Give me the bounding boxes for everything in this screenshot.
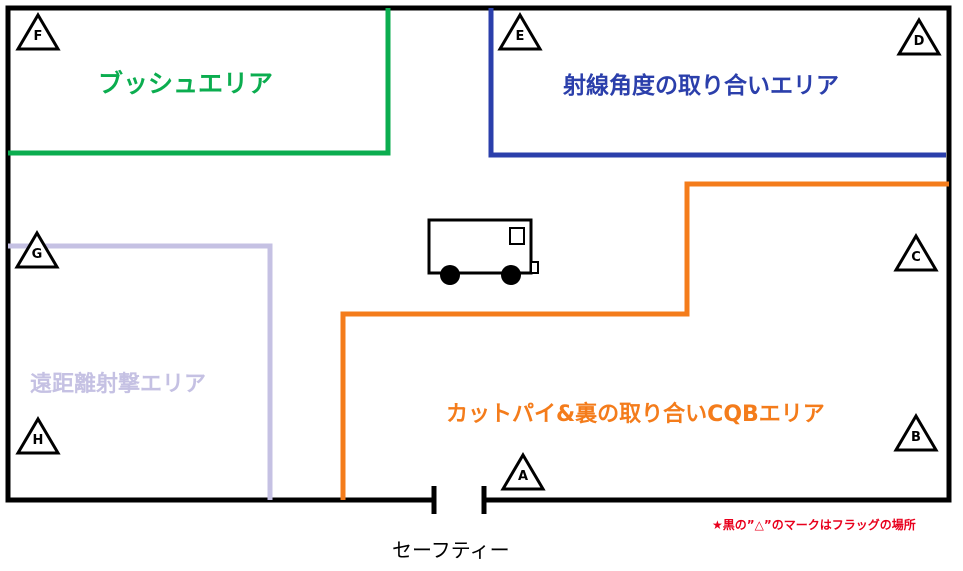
vehicle-icon (427, 218, 539, 285)
flag-a-icon: A (500, 452, 546, 492)
sniper-area-boundary (8, 243, 273, 500)
flag-f-label: F (33, 29, 43, 44)
flag-c-icon: C (893, 233, 939, 273)
angle-area-label: 射線角度の取り合いエリア (563, 73, 839, 99)
flag-b-label: B (911, 430, 921, 445)
bush-area-label: ブッシュエリア (98, 69, 274, 98)
angle-area-boundary (488, 8, 946, 158)
flag-h-label: H (32, 433, 44, 448)
flag-d-icon: D (896, 17, 942, 57)
flag-g-label: G (31, 247, 43, 262)
flag-h-icon: H (15, 416, 61, 456)
flag-g-icon: G (14, 230, 60, 270)
flag-e-label: E (515, 29, 525, 44)
flag-legend-note: ★黒の”△”のマークはフラッグの場所 (712, 518, 916, 532)
flag-d-label: D (913, 34, 925, 49)
flag-e-icon: E (497, 12, 543, 52)
flag-f-icon: F (15, 12, 61, 52)
safety-zone-label: セーフティー (392, 538, 510, 562)
flag-c-label: C (911, 250, 921, 265)
cqb-area-label: カットパイ&裏の取り合いCQBエリア (446, 402, 825, 427)
field-border (5, 5, 952, 503)
sniper-area-label: 遠距離射撃エリア (30, 372, 207, 397)
flag-b-icon: B (893, 413, 939, 453)
bush-area-boundary (8, 8, 391, 156)
flag-a-label: A (517, 469, 529, 484)
cqb-area-boundary (340, 181, 949, 500)
